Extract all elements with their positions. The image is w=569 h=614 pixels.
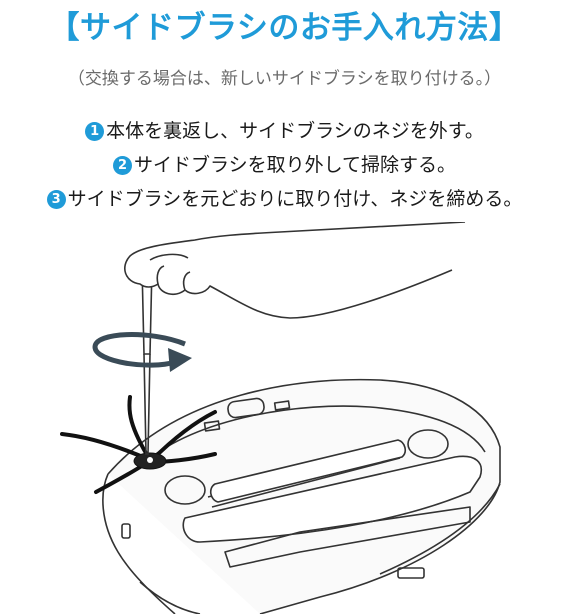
page-title: 【サイドブラシのお手入れ方法】	[48, 10, 521, 46]
page-subtitle: （交換する場合は、新しいサイドブラシを取り付ける。）	[67, 69, 502, 89]
screwdriver-icon	[141, 265, 153, 455]
step-text-3: サイドブラシを元どおりに取り付け、ネジを締める。	[67, 188, 523, 210]
step-number-2: 2	[112, 156, 132, 175]
hand-icon	[124, 222, 466, 319]
robot-vacuum-icon	[102, 378, 501, 614]
rotate-arrow-icon	[92, 332, 192, 372]
step-text-2: サイドブラシを取り外して掃除する。	[133, 154, 457, 176]
side-brush-icon	[60, 395, 217, 494]
maintenance-illustration	[60, 222, 501, 614]
step-text-1: 本体を裏返し、サイドブラシのネジを外す。	[106, 120, 484, 142]
step-number-1: 1	[85, 122, 105, 141]
step-number-3: 3	[46, 190, 66, 209]
